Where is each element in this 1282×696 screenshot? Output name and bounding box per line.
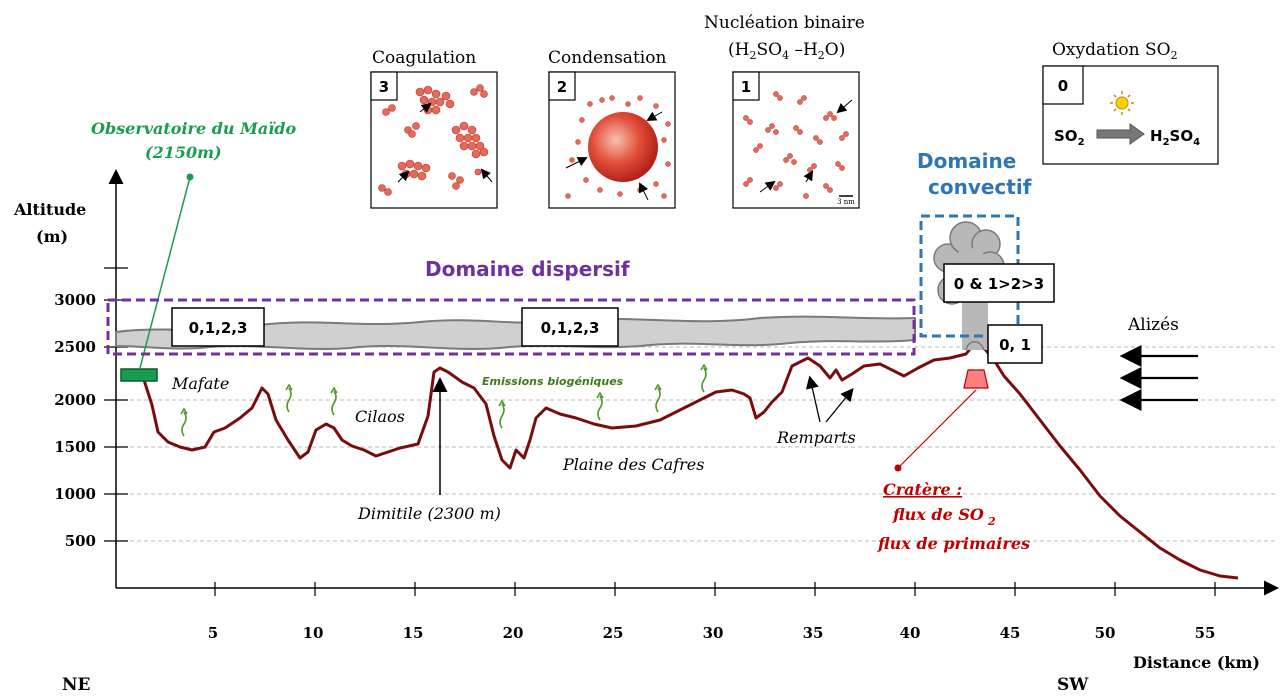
so2-formula: SO2 xyxy=(1054,127,1085,148)
x-tick-label: 15 xyxy=(403,624,424,642)
y-tick-label: 500 xyxy=(65,532,96,550)
cratere-so2-sub: 2 xyxy=(987,515,996,528)
nucleation-particles xyxy=(743,91,849,199)
process-condensation: Condensation 2 xyxy=(548,48,676,209)
y-tick-label: 2500 xyxy=(54,338,96,356)
coagulation-number: 3 xyxy=(379,78,389,96)
aerosol-plume-band xyxy=(115,315,916,350)
crater-top-label-text: 0, 1 xyxy=(999,336,1031,354)
x-tick-label: 35 xyxy=(803,624,824,642)
x-tick-label: 10 xyxy=(303,624,324,642)
mafate-label: Mafate xyxy=(171,374,229,393)
cratere-primaires-flux: flux de primaires xyxy=(877,534,1030,553)
domaine-convectif-title-1: Domaine xyxy=(917,149,1016,173)
dimitile-label: Dimitile (2300 m) xyxy=(357,504,501,523)
x-tick-label: 25 xyxy=(603,624,624,642)
plaine-label: Plaine des Cafres xyxy=(562,455,704,474)
cilaos-label: Cilaos xyxy=(355,407,405,426)
remparts-arrow-2 xyxy=(825,387,854,423)
plume-label-b: 0,1,2,3 xyxy=(521,307,619,347)
observatory-pointer-dot xyxy=(186,173,194,181)
y-tick-label: 2000 xyxy=(54,391,96,409)
coagulation-title: Coagulation xyxy=(372,48,476,68)
remparts-label: Remparts xyxy=(776,428,856,447)
observatory-altitude: (2150m) xyxy=(145,143,222,162)
convective-cloud-stem xyxy=(965,341,985,351)
remparts-arrow-1 xyxy=(805,375,821,423)
h2so4-formula: H2SO4 xyxy=(1150,127,1200,148)
trade-wind-arrows xyxy=(1119,345,1198,411)
y-axis-unit: (m) xyxy=(36,227,68,246)
process-coagulation: Coagulation 3 xyxy=(370,48,498,209)
process-nucleation: Nucléation binaire (H2SO4 –H2O) 1 xyxy=(704,13,865,209)
plume-label-a: 0,1,2,3 xyxy=(171,307,265,347)
x-tick-label: 40 xyxy=(900,624,921,642)
ne-label: NE xyxy=(62,675,91,695)
convective-label: 0 & 1>2>3 xyxy=(943,263,1055,303)
condensation-title: Condensation xyxy=(548,48,666,68)
coagulation-arrows xyxy=(397,102,493,183)
nucleation-number: 1 xyxy=(741,78,751,96)
x-tick-label: 55 xyxy=(1195,624,1216,642)
observatory-name: Observatoire du Maïdo xyxy=(91,119,296,138)
condensation-droplet xyxy=(588,112,658,182)
coagulation-particles xyxy=(378,84,489,196)
condensation-arrows xyxy=(565,111,663,201)
x-axis-title: Distance (km) xyxy=(1133,653,1260,672)
nucleation-arrows xyxy=(759,99,853,193)
crater-pointer-dot xyxy=(894,464,902,472)
nucleation-scale-label: 3 nm xyxy=(837,198,855,206)
x-tick-label: 50 xyxy=(1095,624,1116,642)
reaction-arrow-icon xyxy=(1096,123,1145,145)
x-tick-label: 5 xyxy=(208,624,218,642)
nucleation-formula: (H2SO4 –H2O) xyxy=(728,40,845,62)
cratere-title: Cratère : xyxy=(883,480,962,499)
crater-top-label: 0, 1 xyxy=(987,324,1043,364)
domaine-dispersif-title: Domaine dispersif xyxy=(425,257,630,281)
cratere-so2-flux: flux de SO xyxy=(892,505,984,524)
process-oxydation: Oxydation SO2 0 SO2 H2SO4 xyxy=(1042,40,1219,165)
observatory-building xyxy=(120,368,158,382)
convective-label-text: 0 & 1>2>3 xyxy=(954,275,1044,293)
y-tick-label: 1500 xyxy=(54,438,96,456)
condensation-particles xyxy=(565,95,671,199)
y-tick-label: 1000 xyxy=(54,485,96,503)
crater-pointer-line xyxy=(897,389,977,469)
biogenic-emission-arrows xyxy=(180,363,708,437)
x-tick-label: 30 xyxy=(703,624,724,642)
crater-vent xyxy=(963,369,989,389)
y-tick-label: 3000 xyxy=(54,291,96,309)
alizes-label: Alizés xyxy=(1127,315,1179,335)
oxydation-title: Oxydation SO2 xyxy=(1052,40,1178,62)
condensation-number: 2 xyxy=(557,78,567,96)
observatory-pointer-line xyxy=(139,176,191,369)
nucleation-title: Nucléation binaire xyxy=(704,13,865,33)
plume-label-b-text: 0,1,2,3 xyxy=(541,319,600,337)
oxydation-number: 0 xyxy=(1058,77,1068,95)
x-tick-label: 45 xyxy=(1000,624,1021,642)
y-axis-title: Altitude xyxy=(13,200,86,219)
sun-icon xyxy=(1110,91,1134,115)
x-tick-label: 20 xyxy=(503,624,524,642)
emissions-label: Emissions biogéniques xyxy=(482,375,624,388)
x-ticks-marks xyxy=(214,582,1216,596)
domaine-convectif-title-2: convectif xyxy=(928,175,1032,199)
domaine-dispersif-box xyxy=(106,298,916,356)
plume-label-a-text: 0,1,2,3 xyxy=(189,319,248,337)
sw-label: SW xyxy=(1057,675,1089,695)
